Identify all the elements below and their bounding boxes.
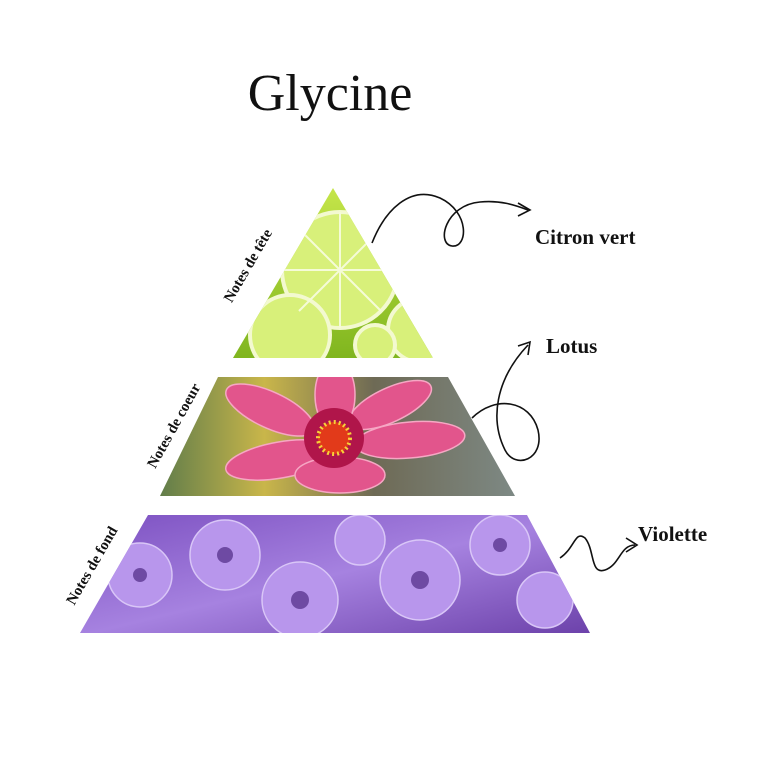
note-lotus: Lotus bbox=[546, 334, 597, 358]
tier-top-image bbox=[233, 188, 433, 358]
arrow-lotus-head bbox=[517, 340, 531, 356]
curly-arrows bbox=[371, 193, 639, 572]
arrow-violette bbox=[559, 535, 636, 572]
arrow-violette-head bbox=[625, 537, 639, 553]
arrow-lotus bbox=[471, 344, 540, 462]
tier-middle-image bbox=[160, 377, 515, 496]
tier-label-top: Notes de tête bbox=[221, 226, 276, 305]
note-violette: Violette bbox=[638, 522, 707, 546]
page-title: Glycine bbox=[248, 65, 413, 122]
arrow-citron-head bbox=[517, 202, 532, 217]
arrow-citron bbox=[371, 193, 529, 247]
note-citron-vert: Citron vert bbox=[535, 225, 636, 249]
tier-bottom-image bbox=[80, 515, 590, 633]
